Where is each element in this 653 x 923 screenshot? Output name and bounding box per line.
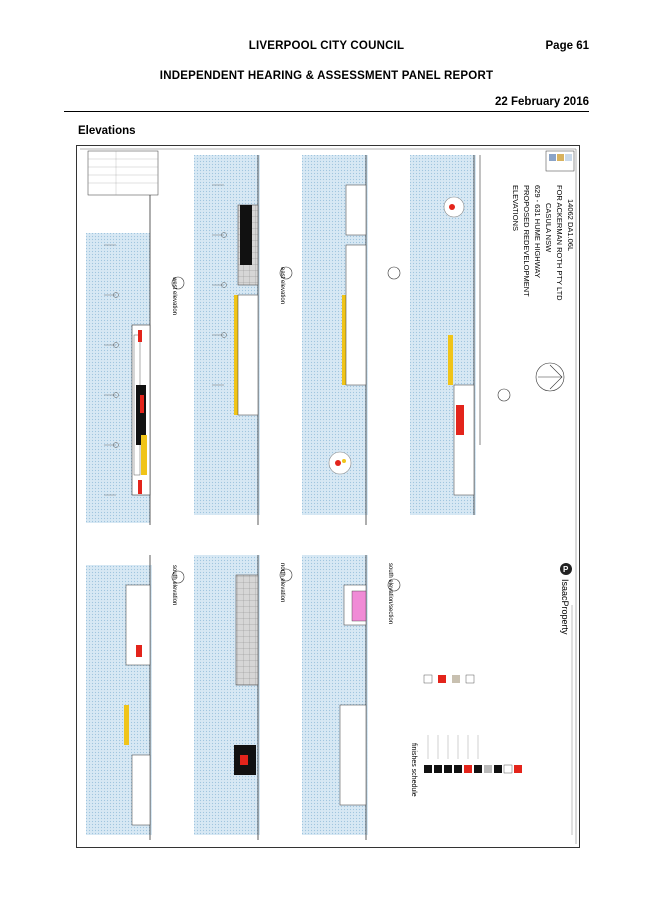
north-elevation-label: north elevation	[279, 563, 285, 602]
header-report-title: INDEPENDENT HEARING & ASSESSMENT PANEL R…	[159, 70, 494, 82]
header-organisation: LIVERPOOL CITY COUNCIL	[248, 40, 405, 52]
west-elevation-strip-b	[410, 155, 511, 515]
client-name: FOR ACKERMAN ROTH PTY LTD	[555, 185, 564, 301]
west-elevation-label: west elevation	[171, 276, 177, 315]
drawing-title: ELEVATIONS	[511, 185, 520, 231]
south-elevation-section-marker	[387, 578, 401, 592]
east-elevation-marker-b	[387, 266, 401, 280]
firm-logo: P IsaacProperty	[560, 563, 572, 635]
west-elevation-strip: west elevation	[86, 165, 244, 525]
east-elevation-strip-a: east elevation	[194, 155, 293, 525]
south-elevation-marker	[171, 570, 185, 584]
header-rule	[64, 111, 589, 112]
east-elevation-strip-b	[302, 155, 401, 525]
title-block: ELEVATIONS PROPOSED REDEVELOPMENT 629 - …	[479, 150, 575, 445]
project-name: PROPOSED REDEVELOPMENT	[522, 185, 531, 297]
project-suburb: CASULA NSW	[544, 203, 553, 253]
drawing-number: 14062 DA1.06L	[566, 199, 575, 251]
south-elevation-section-strip: south elevation/section	[302, 555, 401, 840]
west-elevation-marker-b	[497, 388, 511, 402]
finishes-schedule: finishes schedule	[410, 674, 522, 797]
east-elevation-label-a: east elevation	[279, 267, 285, 304]
firm-logo-initial: P	[563, 565, 569, 574]
west-elevation-marker	[171, 276, 185, 290]
south-elevation-section-label: south elevation/section	[387, 563, 393, 624]
project-address: 629 - 631 HUME HIGHWAY	[533, 185, 542, 278]
finishes-schedule-title: finishes schedule	[410, 743, 417, 797]
south-elevation-strip: south elevation	[86, 555, 185, 840]
elevations-drawing-sheet: west elevation east elevation	[76, 145, 580, 848]
legend-table	[87, 150, 159, 196]
east-elevation-marker-a	[279, 266, 293, 280]
firm-name: IsaacProperty	[560, 579, 570, 635]
north-elevation-marker	[279, 568, 293, 582]
section-heading: Elevations	[78, 125, 136, 137]
north-elevation-strip: north elevation	[194, 555, 293, 840]
header-page-number: Page 61	[545, 40, 589, 52]
header-date: 22 February 2016	[495, 96, 589, 108]
south-elevation-label: south elevation	[171, 565, 177, 605]
